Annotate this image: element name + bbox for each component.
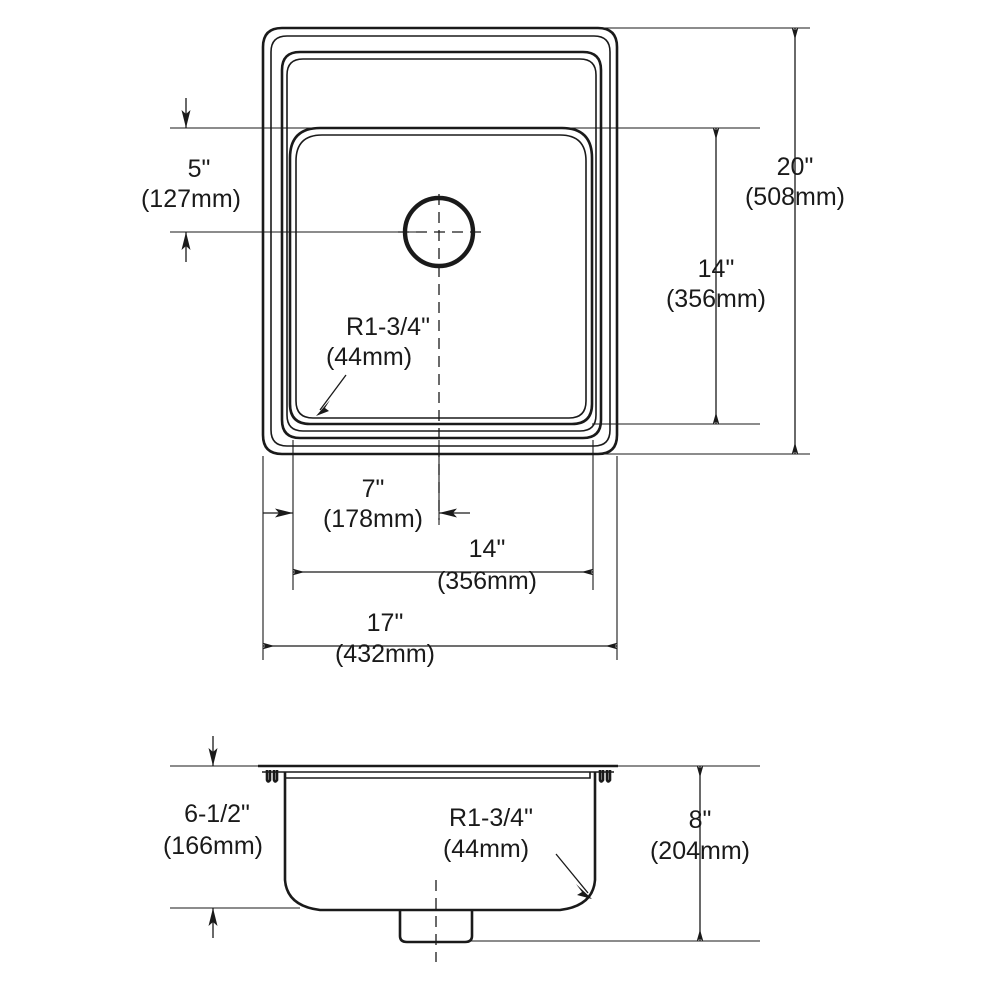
- callout-r175-section-metric: (44mm): [443, 835, 529, 863]
- dim-overall-width: 17" (432mm): [262, 609, 618, 668]
- dim-5in-metric: (127mm): [141, 185, 241, 213]
- dim-8in-imperial: 8": [689, 806, 712, 834]
- dim-14in-width-imperial: 14": [469, 535, 506, 563]
- dim-bowl-width: 14" (356mm): [292, 535, 594, 595]
- dim-overall-height: 20" (508mm): [745, 27, 845, 455]
- plan-view-group: 5" (127mm) 14" (356mm) 20" (508mm) R1-3/…: [141, 26, 845, 668]
- dim-20in-imperial: 20": [777, 153, 814, 181]
- dim-14in-width-metric: (356mm): [437, 567, 537, 595]
- section-view-group: 6-1/2" (166mm) R1-3/4" (44mm) 8" (204mm): [163, 736, 760, 962]
- dim-7in-metric: (178mm): [323, 505, 423, 533]
- callout-r175-section-imperial: R1-3/4": [449, 804, 533, 832]
- dim-17in-imperial: 17": [367, 609, 404, 637]
- dim-bowl-height: 14" (356mm): [666, 127, 766, 425]
- sink-rim-inner-band: [280, 50, 603, 440]
- sink-bowl-section-profile: [283, 772, 597, 912]
- dim-14in-height-imperial: 14": [698, 255, 735, 283]
- dim-bowl-depth: 6-1/2" (166mm): [163, 736, 263, 938]
- callout-corner-radius-plan: R1-3/4" (44mm): [316, 313, 430, 416]
- dim-6half-in-metric: (166mm): [163, 832, 263, 860]
- dim-6half-in-imperial: 6-1/2": [184, 800, 250, 828]
- dim-drain-offset-top: 5" (127mm): [141, 98, 241, 262]
- callout-r175-plan-metric: (44mm): [326, 343, 412, 371]
- callout-r175-plan-imperial: R1-3/4": [346, 313, 430, 341]
- sink-outer-rim: [261, 26, 619, 456]
- mounting-clip-right: [598, 770, 612, 783]
- dim-overall-depth: 8" (204mm): [650, 765, 750, 942]
- dim-14in-height-metric: (356mm): [666, 285, 766, 313]
- dim-7in-imperial: 7": [362, 475, 385, 503]
- dim-17in-metric: (432mm): [335, 640, 435, 668]
- sink-bowl-opening: [288, 126, 594, 426]
- dim-5in-imperial: 5": [188, 155, 211, 183]
- sink-flange-profile: [258, 764, 618, 779]
- callout-corner-radius-section: R1-3/4" (44mm): [443, 804, 592, 899]
- dim-8in-metric: (204mm): [650, 837, 750, 865]
- mounting-clip-left: [265, 770, 279, 783]
- dim-20in-metric: (508mm): [745, 183, 845, 211]
- dim-drain-offset-left: 7" (178mm): [263, 475, 470, 533]
